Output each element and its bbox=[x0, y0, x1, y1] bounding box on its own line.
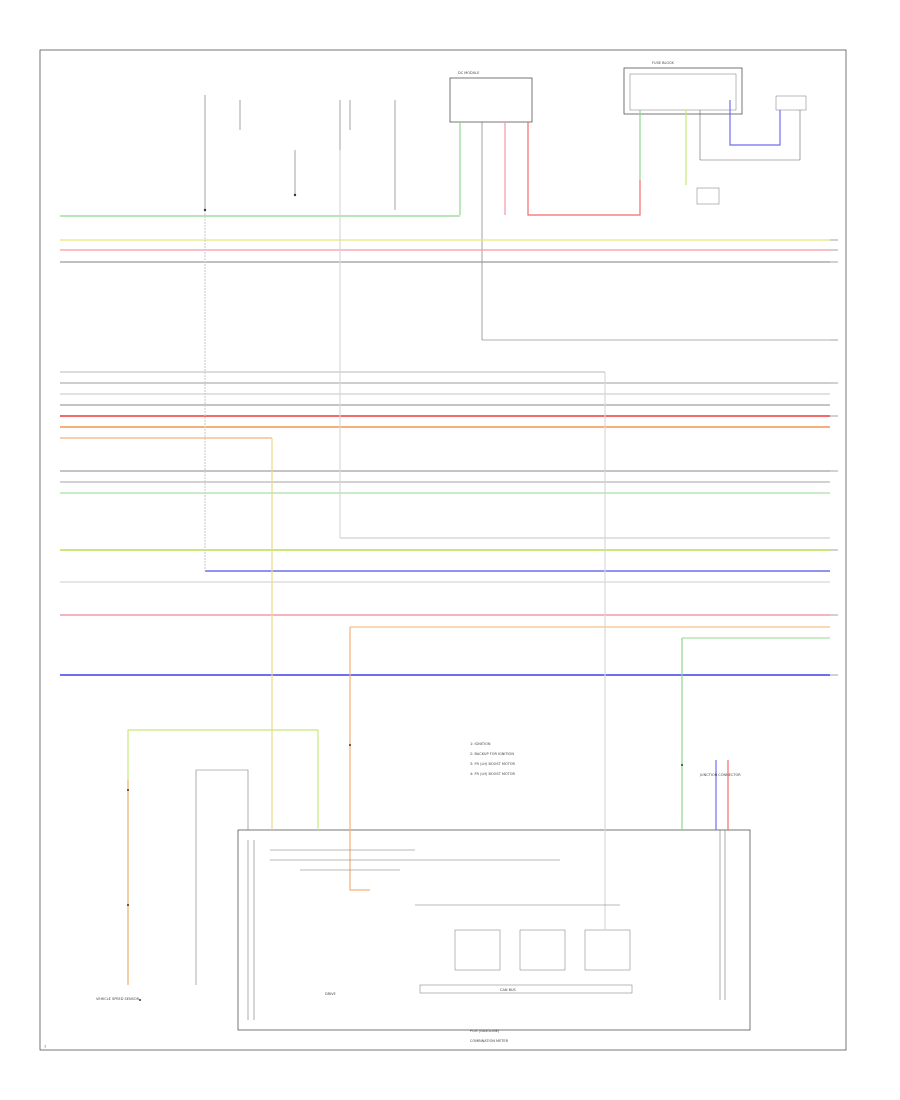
note-4: 4: FR (LH) BOOST MOTOR bbox=[470, 772, 515, 776]
dc-module-label: DC MODULE bbox=[458, 71, 479, 75]
small-relay bbox=[696, 187, 720, 205]
fuse-block-label: FUSE BLOCK bbox=[652, 61, 675, 65]
top-right-connector bbox=[775, 95, 807, 111]
combination-meter-label: COMBINATION METER bbox=[470, 1039, 509, 1043]
diagram-frame bbox=[39, 49, 847, 1051]
inner-module-c bbox=[584, 929, 631, 971]
top-colored-feeders bbox=[459, 100, 781, 216]
inner-module-a bbox=[454, 929, 501, 971]
fuse-block-box bbox=[623, 67, 743, 115]
corner-code: 7 bbox=[44, 1045, 46, 1049]
inner-bus-label: CAN BUS bbox=[500, 988, 517, 992]
inner-bus-box bbox=[419, 984, 633, 994]
inner-module-b bbox=[519, 929, 566, 971]
bus-lines bbox=[60, 215, 830, 676]
fuse-block-inner bbox=[629, 73, 737, 111]
combination-meter-box bbox=[237, 829, 751, 1031]
pcm-label: PCM (GASOLINE) bbox=[470, 1029, 500, 1033]
dc-module-box bbox=[449, 77, 533, 123]
note-2: 2: BACKUP FOR IGNITION bbox=[470, 752, 514, 756]
vertical-drops bbox=[127, 150, 729, 985]
notes-legend: 1: IGNITION 2: BACKUP FOR IGNITION 3: FR… bbox=[470, 742, 515, 776]
top-stubs bbox=[204, 95, 830, 341]
note-3: 3: FR (LH) BOOST MOTOR bbox=[470, 762, 515, 766]
drive-label: DRIVE bbox=[325, 992, 336, 996]
note-1: 1: IGNITION bbox=[470, 742, 491, 746]
junction-label: JUNCTION CONNECTOR bbox=[699, 773, 741, 777]
vss-label: VEHICLE SPEED SENSOR bbox=[96, 997, 140, 1001]
connector-dots bbox=[127, 193, 683, 1001]
right-edge-ticks bbox=[830, 239, 838, 676]
bottom-stubs bbox=[195, 769, 726, 1020]
